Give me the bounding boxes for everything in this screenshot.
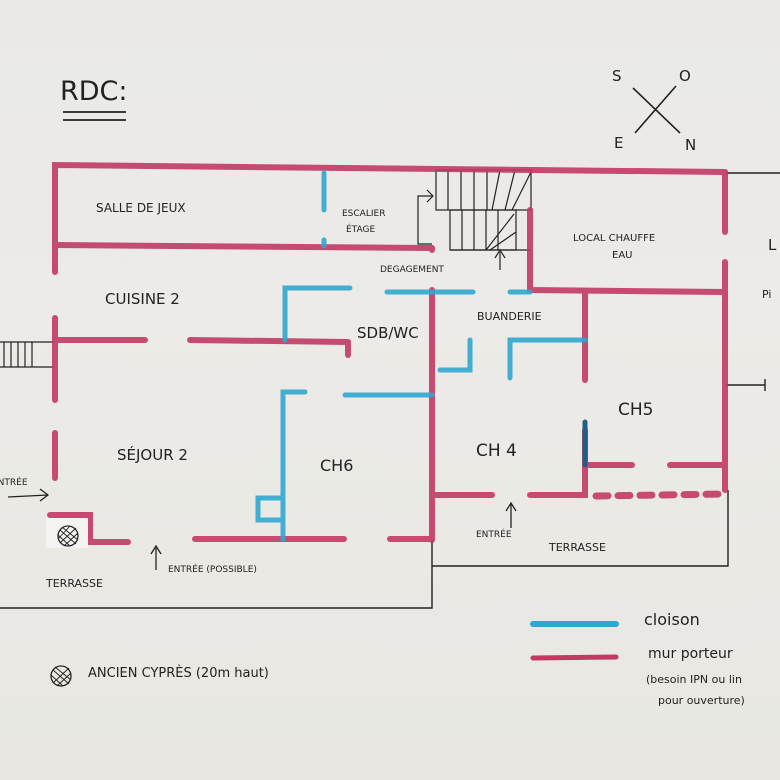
legend-swatch-bearing	[530, 654, 619, 661]
compass-s: S	[612, 67, 622, 85]
room-degagement: DEGAGEMENT	[380, 265, 444, 275]
room-local-chauffe-eau-line1: LOCAL CHAUFFE	[573, 233, 656, 244]
room-sejour: SÉJOUR 2	[117, 446, 188, 464]
room-escalier-line1: ESCALIER	[342, 209, 386, 219]
room-edge-right-2: Pi	[762, 288, 772, 301]
entree-ch4-label: ENTRÉE	[476, 530, 512, 540]
compass-o: O	[679, 67, 691, 85]
room-salle-de-jeux: SALLE DE JEUX	[96, 201, 186, 215]
title-underline	[63, 111, 126, 121]
entree-left-label: ENTRÉE	[0, 478, 28, 488]
entree-possible-label: ENTRÉE (POSSIBLE)	[168, 565, 257, 575]
bearing-walls	[47, 161, 728, 545]
legend-cypress-icon	[50, 665, 72, 687]
legend-cypress-label: ANCIEN CYPRÈS (20m haut)	[88, 666, 269, 681]
exterior-steps	[0, 341, 54, 368]
terrace-outline	[0, 172, 780, 609]
room-cuisine: CUISINE 2	[105, 290, 180, 308]
partitions	[255, 170, 588, 542]
compass-n: N	[685, 136, 697, 154]
room-buanderie: BUANDERIE	[477, 310, 542, 323]
room-ch4: CH 4	[476, 441, 517, 461]
page-title: RDC:	[60, 76, 128, 107]
room-local-chauffe-eau-line2: EAU	[612, 250, 633, 261]
terrasse-right-label: TERRASSE	[549, 541, 606, 554]
terrasse-left-label: TERRASSE	[46, 577, 103, 590]
room-sdb-wc: SDB/WC	[357, 324, 419, 342]
entry-arrows	[7, 488, 517, 570]
legend-bearing-label: mur porteur	[648, 646, 733, 662]
room-escalier-line2: ÉTAGE	[346, 225, 376, 235]
staircase	[417, 169, 532, 270]
room-edge-right-1: L	[768, 236, 777, 254]
compass-icon	[632, 85, 681, 134]
room-ch6: CH6	[320, 456, 354, 475]
room-ch5: CH5	[618, 400, 654, 420]
cypress-tree-icon	[46, 518, 88, 548]
legend-bearing-note-1: (besoin IPN ou lin	[646, 673, 742, 686]
compass-e: E	[614, 134, 624, 152]
bearing-wall-dashed	[592, 490, 728, 500]
legend-bearing-note-2: pour ouverture)	[658, 694, 745, 707]
legend-partition-label: cloison	[644, 610, 700, 629]
